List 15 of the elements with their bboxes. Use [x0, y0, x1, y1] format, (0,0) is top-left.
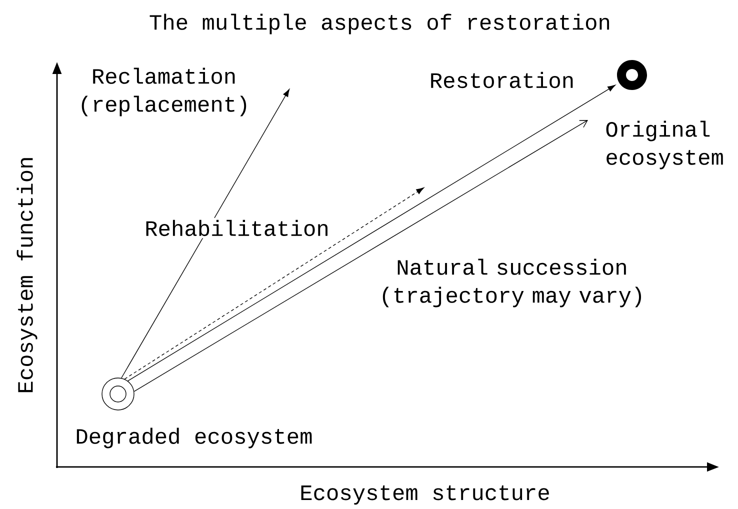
edge-label: Rehabilitation — [142, 218, 332, 238]
edge-label: Natural succession (trajectory may vary) — [382, 258, 641, 308]
axis-label: Ecosystem structure — [301, 485, 549, 505]
arrow — [134, 120, 588, 392]
arrow — [128, 84, 616, 382]
axis-label: Ecosystem function — [16, 158, 38, 392]
dashed-arrow — [124, 188, 424, 380]
thick-ring — [617, 60, 647, 90]
edge-label: Restoration — [431, 72, 573, 88]
arrow — [121, 89, 290, 378]
title: The multiple aspects of restoration — [150, 14, 610, 34]
edge-label: Reclamation (replacement) — [82, 68, 246, 116]
node-label: Original ecosystem — [606, 120, 723, 170]
double-circle — [102, 378, 134, 410]
node-label: Degraded ecosystem — [76, 428, 312, 448]
